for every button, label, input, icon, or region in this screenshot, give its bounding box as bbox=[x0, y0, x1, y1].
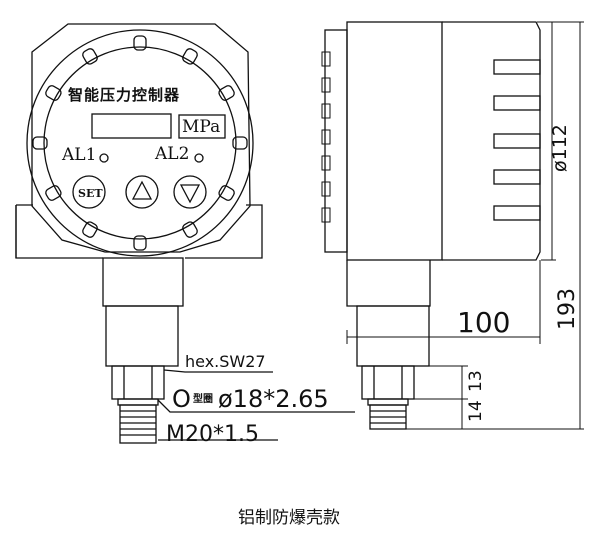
fin-block bbox=[324, 29, 348, 253]
housing-outline bbox=[31, 23, 251, 253]
total-height-dimension: 193 bbox=[555, 288, 580, 330]
front-view bbox=[15, 23, 355, 444]
dimension-lines bbox=[346, 21, 584, 430]
oring-prefix: O bbox=[172, 385, 191, 413]
indicator-circle-icon bbox=[99, 153, 109, 163]
set-button[interactable] bbox=[72, 175, 106, 209]
up-triangle-icon bbox=[131, 180, 153, 200]
depth-dimension: 100 bbox=[457, 306, 511, 339]
set-button-label: SET bbox=[78, 187, 103, 200]
side-body-lower bbox=[346, 260, 431, 307]
cover-outer-ring bbox=[26, 29, 254, 257]
hex-leader bbox=[163, 369, 273, 373]
diameter-dimension: ø112 bbox=[549, 124, 571, 172]
unit-label: MPa bbox=[182, 117, 221, 137]
hex-height-dimension: 13 bbox=[466, 370, 486, 392]
oring-type-label: 型圈 bbox=[193, 394, 213, 405]
oring-leader bbox=[157, 399, 355, 413]
side-body bbox=[346, 21, 443, 261]
oring-spec-label: ø18*2.65 bbox=[218, 385, 329, 413]
cover-ribs bbox=[493, 59, 541, 221]
down-triangle-icon bbox=[179, 184, 201, 204]
down-button[interactable] bbox=[173, 175, 207, 209]
lcd-display bbox=[91, 113, 172, 139]
alarm2-label: AL2 bbox=[155, 144, 190, 164]
hex-size-label: hex.SW27 bbox=[185, 352, 266, 371]
alarm1-label: AL1 bbox=[62, 145, 97, 165]
fins bbox=[321, 51, 331, 223]
indicator-circle-icon bbox=[194, 153, 204, 163]
panel-title: 智能压力控制器 bbox=[68, 86, 181, 104]
caption: 铝制防爆壳款 bbox=[238, 508, 340, 528]
thread-label: M20*1.5 bbox=[166, 422, 259, 447]
side-view bbox=[321, 21, 584, 430]
side-cover bbox=[442, 21, 541, 261]
pressure-stem bbox=[102, 257, 184, 444]
thread-height-dimension: 14 bbox=[466, 400, 486, 422]
up-button[interactable] bbox=[125, 175, 159, 209]
cover-knurl-bumps bbox=[32, 35, 248, 251]
unit-box bbox=[178, 114, 226, 139]
cover-inner-ring bbox=[43, 46, 237, 240]
